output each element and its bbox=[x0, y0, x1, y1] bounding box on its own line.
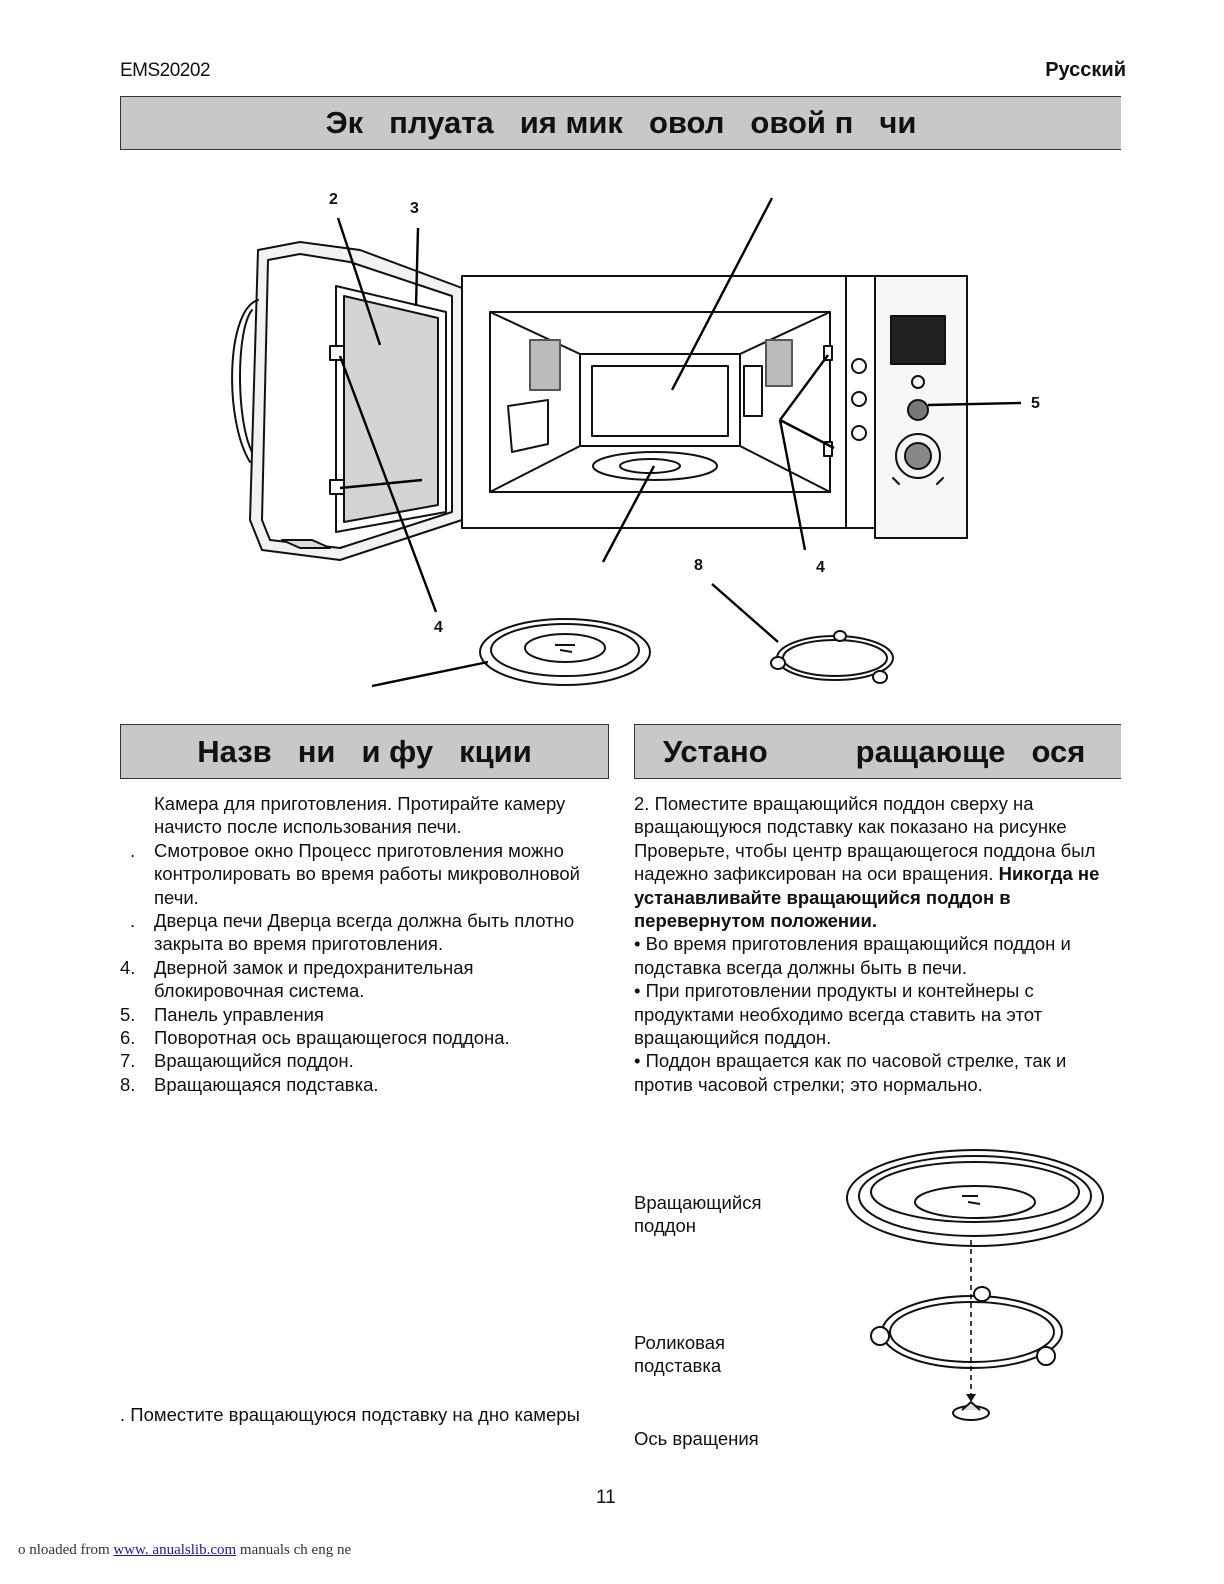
main-title-banner: Эк плуата ия мик овол овой п чи bbox=[120, 96, 1121, 150]
list-item: 8.Вращающаяся подставка. bbox=[120, 1073, 379, 1095]
parts-list: Камера для приготовления. Протирайте кам… bbox=[120, 792, 590, 1096]
step-2-text: 2. Поместите вращающийся поддон сверху н… bbox=[634, 793, 1096, 885]
names-functions-banner: Назв ни и фу кции bbox=[120, 724, 609, 779]
title-part: овой п bbox=[750, 105, 854, 140]
list-item: 7.Вращающийся поддон. bbox=[120, 1050, 354, 1072]
bullet-item: • При приготовлении продукты и контейнер… bbox=[634, 980, 1043, 1049]
footer-prefix: o nloaded from bbox=[18, 1542, 114, 1558]
callout-4-right: 4 bbox=[816, 559, 825, 576]
page-number: 11 bbox=[596, 1487, 616, 1508]
callout-3: 3 bbox=[410, 200, 419, 217]
title-part: чи bbox=[879, 105, 917, 140]
list-item: 5.Панель управления bbox=[120, 1003, 324, 1025]
list-item: .Смотровое окно Процесс приготовления мо… bbox=[130, 839, 580, 908]
roller-label: Роликовая подставка bbox=[634, 1332, 726, 1377]
bullet-item: • Во время приготовления вращающийся под… bbox=[634, 933, 1071, 978]
names-title-part: ни bbox=[297, 733, 336, 769]
installation-text: 2. Поместите вращающийся поддон сверху н… bbox=[634, 792, 1124, 1096]
step-1-text: . Поместите вращающуюся подставку на дно… bbox=[120, 1404, 580, 1425]
install-title-part: ося bbox=[1031, 733, 1086, 769]
microwave-diagram bbox=[231, 197, 1022, 688]
list-item: 4.Дверной замок и предохранительная блок… bbox=[120, 956, 474, 1002]
list-item: .Дверца печи Дверца всегда должна быть п… bbox=[130, 910, 575, 955]
footer-suffix: manuals ch eng ne bbox=[236, 1542, 352, 1558]
list-item: 6.Поворотная ось вращающегося поддона. bbox=[120, 1027, 510, 1049]
turntable-assembly-diagram bbox=[846, 1149, 1104, 1421]
footer-source: o nloaded from www. anualslib.com manual… bbox=[18, 1542, 351, 1559]
title-part: плуата bbox=[389, 105, 494, 140]
callout-8: 8 bbox=[694, 557, 703, 574]
install-title-part: ращающе bbox=[855, 733, 1006, 769]
tray-label: Вращающийся поддон bbox=[634, 1192, 762, 1237]
manualslib-link[interactable]: www. anualslib.com bbox=[113, 1542, 237, 1558]
title-part: овол bbox=[648, 105, 725, 140]
callout-5: 5 bbox=[1031, 395, 1040, 412]
axis-label: Ось вращения bbox=[634, 1428, 759, 1449]
list-item: Камера для приготовления. Протирайте кам… bbox=[154, 793, 566, 838]
bullet-item: • Поддон вращается как по часовой стрелк… bbox=[634, 1050, 1067, 1095]
step-2-warning: Никогда не устанавливайте вращающийся по… bbox=[634, 863, 1100, 932]
names-title-part: и фу bbox=[361, 733, 434, 769]
title-part: Эк bbox=[325, 105, 364, 140]
installation-banner: Устано ращающе ося bbox=[634, 724, 1121, 779]
names-title-part: кции bbox=[459, 733, 532, 769]
model-number: EMS20202 bbox=[120, 60, 211, 81]
title-part: ия мик bbox=[519, 105, 623, 140]
install-title-part: Устано bbox=[663, 733, 768, 769]
language-label: Русский bbox=[1045, 59, 1126, 81]
names-title-part: Назв bbox=[197, 733, 272, 769]
callout-2: 2 bbox=[329, 191, 338, 208]
callout-4-left: 4 bbox=[434, 619, 443, 636]
